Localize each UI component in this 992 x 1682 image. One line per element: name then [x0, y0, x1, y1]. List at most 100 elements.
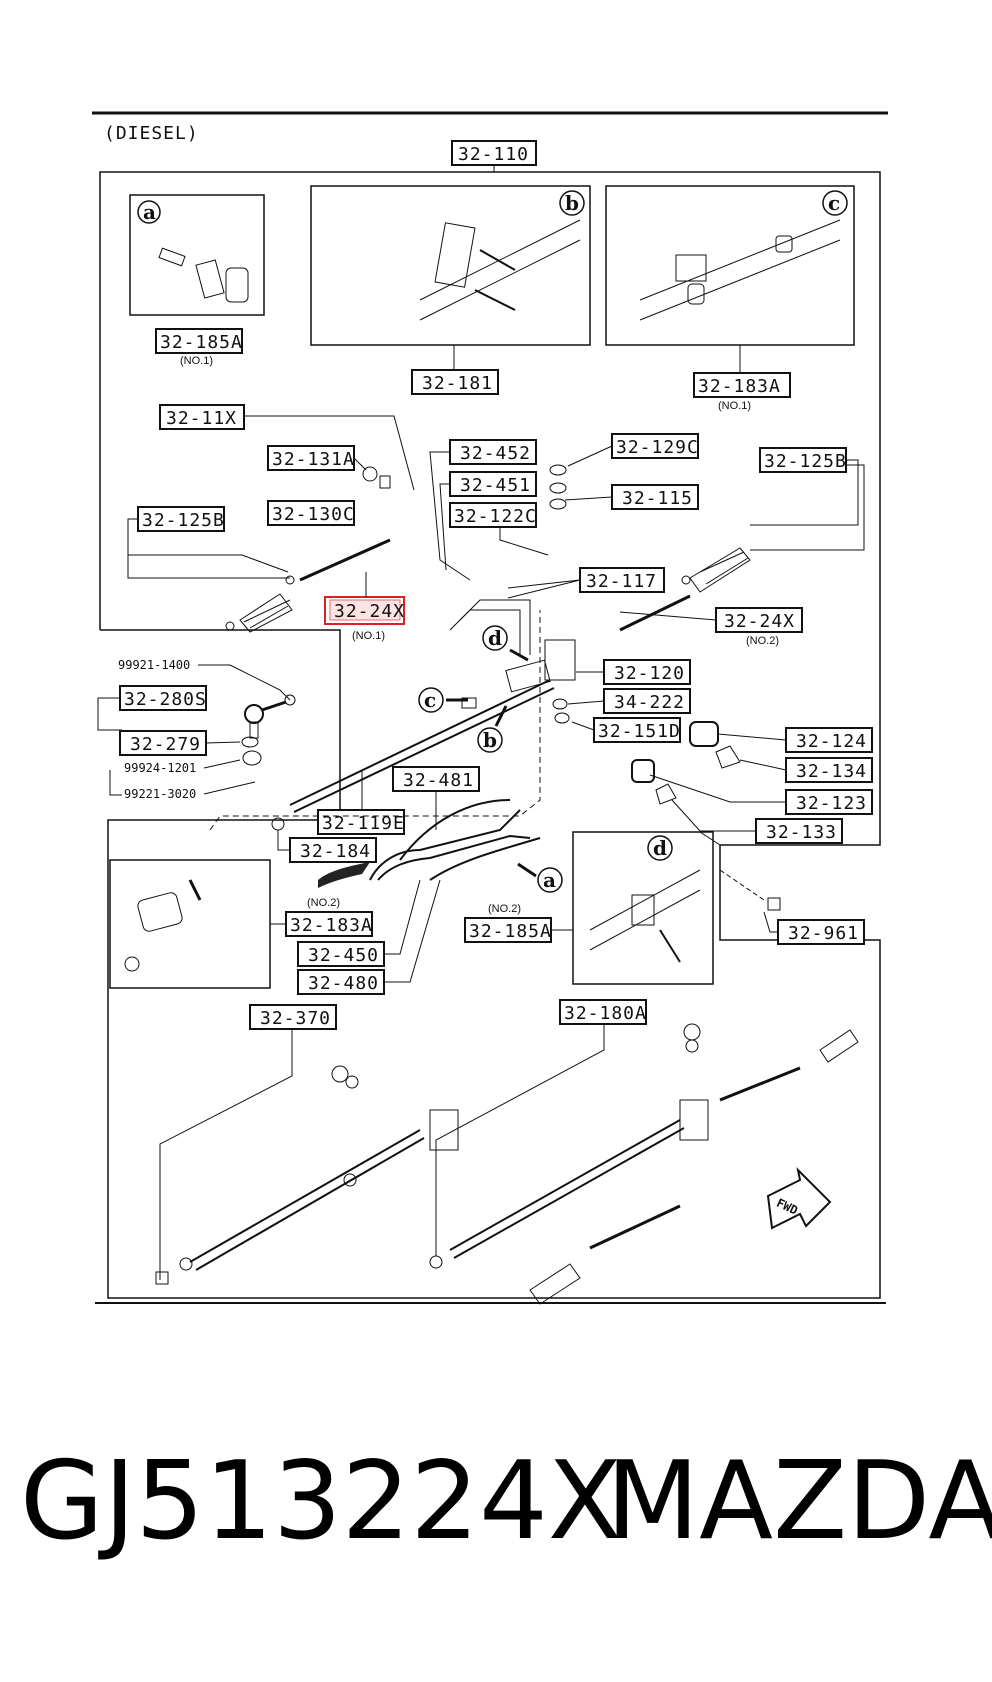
note-no2-183a: (NO.2) [307, 897, 340, 909]
label-32-11X[interactable]: 32-11X [159, 404, 245, 430]
svg-text:b: b [565, 191, 579, 215]
label-32-133[interactable]: 32-133 [755, 818, 843, 844]
label-32-480[interactable]: 32-480 [297, 969, 385, 995]
fwd-arrow-icon: FWD [766, 1166, 832, 1230]
label-32-181[interactable]: 32-181 [411, 369, 499, 395]
svg-text:32-125B: 32-125B [764, 451, 847, 472]
svg-text:32-185A: 32-185A [160, 332, 243, 353]
label-32-124[interactable]: 32-124 [785, 727, 873, 753]
callout-b-center: b [477, 705, 508, 753]
boot-right [681, 547, 751, 593]
label-32-129C[interactable]: 32-129C [611, 433, 699, 459]
label-32-183A-top[interactable]: 32-183A [693, 372, 791, 398]
callout-a-icon [137, 200, 161, 224]
label-32-119E[interactable]: 32-119E [317, 809, 405, 835]
brand-name: MAZDA [606, 1439, 992, 1564]
tie-rod-end [244, 694, 296, 739]
label-99921-1400[interactable]: 99921-1400 [118, 658, 190, 672]
svg-text:32-184: 32-184 [300, 841, 371, 862]
label-34-222[interactable]: 34-222 [603, 688, 691, 714]
label-32-481[interactable]: 32-481 [392, 766, 480, 792]
tie-rod-no2 [619, 594, 691, 632]
svg-text:32-151D: 32-151D [598, 721, 681, 742]
svg-text:32-11X: 32-11X [166, 408, 237, 429]
svg-text:32-280S: 32-280S [124, 689, 207, 710]
svg-text:32-452: 32-452 [460, 443, 531, 464]
label-32-122C[interactable]: 32-122C [449, 502, 537, 528]
label-32-370[interactable]: 32-370 [249, 1004, 337, 1030]
svg-text:a: a [543, 868, 556, 892]
label-32-24X-no2[interactable]: 32-24X [715, 607, 803, 633]
label-99924-1201[interactable]: 99924-1201 [124, 761, 196, 775]
label-32-184[interactable]: 32-184 [289, 837, 377, 863]
label-32-280S[interactable]: 32-280S [119, 685, 207, 711]
svg-text:32-115: 32-115 [622, 488, 693, 509]
svg-text:34-222: 34-222 [614, 692, 685, 713]
steering-gear-center [289, 599, 576, 813]
label-32-120[interactable]: 32-120 [603, 659, 691, 685]
note-no2-185a: (NO.2) [488, 903, 521, 915]
note-no2-24x: (NO.2) [746, 635, 779, 647]
svg-text:32-370: 32-370 [260, 1008, 331, 1029]
svg-text:32-279: 32-279 [130, 734, 201, 755]
svg-text:32-134: 32-134 [796, 761, 867, 782]
svg-text:32-480: 32-480 [308, 973, 379, 994]
note-no1-24x: (NO.1) [352, 630, 385, 642]
assembly-32-370 [155, 1065, 459, 1285]
label-32-123[interactable]: 32-123 [785, 789, 873, 815]
svg-text:32-24X: 32-24X [334, 601, 405, 622]
label-32-185A-bottom[interactable]: 32-185A [464, 917, 552, 943]
label-32-24X-no1-highlighted[interactable]: 32-24X [324, 596, 405, 625]
svg-text:32-183A: 32-183A [290, 915, 373, 936]
bushing-32-124 [689, 721, 719, 747]
callout-d-center: d [482, 625, 529, 662]
svg-text:32-119E: 32-119E [322, 813, 405, 834]
label-32-115[interactable]: 32-115 [611, 484, 699, 510]
variant-label: (DIESEL) [104, 123, 199, 144]
note-no1-c: (NO.1) [718, 400, 751, 412]
label-32-279[interactable]: 32-279 [119, 730, 207, 756]
label-32-134[interactable]: 32-134 [785, 757, 873, 783]
label-32-185A-top[interactable]: 32-185A [155, 328, 243, 354]
callout-c-icon [822, 190, 848, 216]
callout-b-icon [559, 190, 585, 216]
part-number: GJ513224X [20, 1439, 622, 1564]
detail-box-bottom-left [109, 859, 271, 989]
label-32-131A[interactable]: 32-131A [267, 445, 355, 471]
label-32-125B-left[interactable]: 32-125B [137, 506, 225, 532]
svg-text:32-180A: 32-180A [564, 1003, 647, 1024]
svg-text:32-24X: 32-24X [724, 611, 795, 632]
label-32-451[interactable]: 32-451 [449, 471, 537, 497]
direction-arrow [318, 862, 370, 888]
pressure-hoses [369, 799, 541, 881]
label-32-180A[interactable]: 32-180A [559, 999, 647, 1025]
svg-text:32-185A: 32-185A [469, 921, 552, 942]
note-no1-a: (NO.1) [180, 355, 213, 367]
label-32-130C[interactable]: 32-130C [267, 500, 355, 526]
label-32-452[interactable]: 32-452 [449, 439, 537, 465]
label-32-183A-bottom[interactable]: 32-183A [285, 911, 373, 937]
callout-d-icon [647, 835, 673, 861]
label-32-450[interactable]: 32-450 [297, 941, 385, 967]
svg-text:32-130C: 32-130C [272, 504, 355, 525]
label-32-151D[interactable]: 32-151D [593, 717, 681, 743]
label-32-117[interactable]: 32-117 [579, 567, 665, 593]
svg-text:32-125B: 32-125B [142, 510, 225, 531]
detail-box-c: c [605, 185, 855, 346]
label-32-110[interactable]: 32-110 [451, 140, 537, 166]
label-32-961[interactable]: 32-961 [777, 919, 865, 945]
svg-text:32-181: 32-181 [422, 373, 493, 394]
svg-text:32-122C: 32-122C [454, 506, 537, 527]
label-99221-3020[interactable]: 99221-3020 [124, 787, 196, 801]
svg-text:32-129C: 32-129C [616, 437, 699, 458]
highlight-box [324, 596, 405, 625]
label-32-125B-right[interactable]: 32-125B [759, 447, 847, 473]
detail-box-a: a [129, 194, 265, 316]
detail-box-b: b [310, 185, 591, 346]
svg-text:d: d [488, 626, 502, 650]
svg-text:32-133: 32-133 [766, 822, 837, 843]
svg-text:d: d [653, 836, 667, 860]
assembly-32-180A [429, 1023, 859, 1305]
svg-text:a: a [143, 200, 156, 224]
